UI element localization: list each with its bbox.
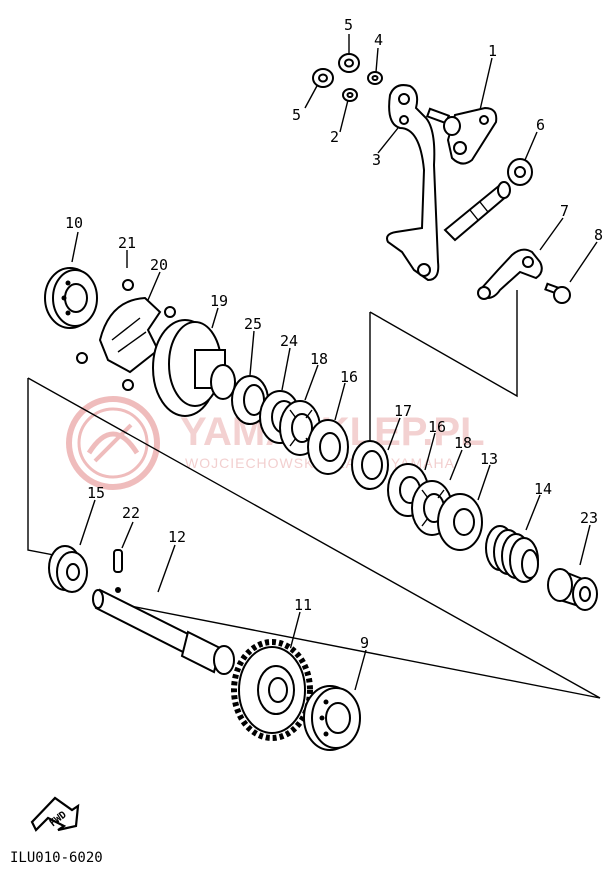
callout-14: 14 xyxy=(534,480,552,498)
callout-18-upper: 18 xyxy=(310,350,328,368)
part-2-washer xyxy=(342,88,358,102)
callout-18-lower: 18 xyxy=(454,434,472,452)
part-5-nut-lower xyxy=(312,68,334,88)
callout-21: 21 xyxy=(118,234,136,252)
callout-22: 22 xyxy=(122,504,140,522)
callout-16-upper: 16 xyxy=(340,368,358,386)
callout-5-lower: 5 xyxy=(292,106,301,124)
part-12-shaft xyxy=(92,587,235,675)
part-7-shift-arm xyxy=(477,248,543,300)
callout-labels: 1 2 3 4 5 5 6 7 8 9 10 11 12 13 14 15 16… xyxy=(65,16,603,652)
callout-3: 3 xyxy=(372,151,381,169)
callout-23: 23 xyxy=(580,509,598,527)
part-1-lever xyxy=(425,106,498,165)
part-6-seal xyxy=(507,158,533,186)
leader-lines xyxy=(71,34,598,691)
callout-2: 2 xyxy=(330,128,339,146)
callout-17: 17 xyxy=(394,402,412,420)
shift-shaft xyxy=(443,181,511,242)
callout-25: 25 xyxy=(244,315,262,333)
fwd-label: FWD xyxy=(48,809,69,829)
callout-20: 20 xyxy=(150,256,168,274)
drawing-code: ILU010-6020 xyxy=(10,850,103,866)
part-23-collar xyxy=(547,568,598,611)
callout-7: 7 xyxy=(560,202,569,220)
watermark-logo xyxy=(66,396,160,490)
callout-4: 4 xyxy=(374,31,383,49)
part-17-collar xyxy=(351,440,389,490)
part-19-flange xyxy=(152,319,236,417)
callout-24: 24 xyxy=(280,332,298,350)
callout-9: 9 xyxy=(360,634,369,652)
part-25-washer xyxy=(231,375,269,425)
part-20-shift-drum-segment xyxy=(76,279,176,391)
callout-1: 1 xyxy=(488,42,497,60)
fwd-arrow-icon: FWD xyxy=(30,796,80,832)
part-11-gear xyxy=(231,639,313,741)
part-13-plate xyxy=(437,493,483,551)
callout-10: 10 xyxy=(65,214,83,232)
part-14-spring xyxy=(485,525,539,583)
part-16-washer-upper xyxy=(307,419,349,475)
part-9-bearing xyxy=(303,685,361,751)
callout-15: 15 xyxy=(87,484,105,502)
part-22-pin xyxy=(113,549,123,573)
part-10-bearing xyxy=(44,267,98,329)
part-5-nut-upper xyxy=(338,53,360,73)
part-3-link-arm xyxy=(386,84,440,282)
callout-8: 8 xyxy=(594,226,603,244)
callout-12: 12 xyxy=(168,528,186,546)
part-8-bolt xyxy=(544,282,571,304)
callout-5-upper: 5 xyxy=(344,16,353,34)
callout-13: 13 xyxy=(480,450,498,468)
callout-11: 11 xyxy=(294,596,312,614)
callout-16-lower: 16 xyxy=(428,418,446,436)
part-15-bushing xyxy=(48,545,88,593)
part-4-washer xyxy=(367,71,383,85)
callout-19: 19 xyxy=(210,292,228,310)
callout-6: 6 xyxy=(536,116,545,134)
